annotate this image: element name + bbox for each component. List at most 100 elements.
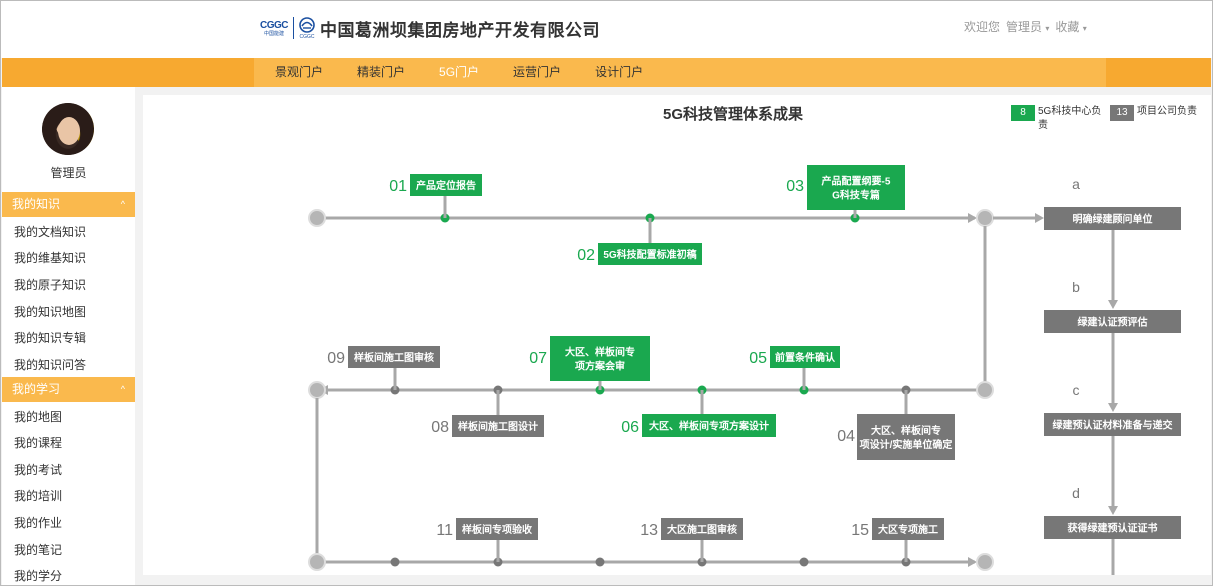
node-13-number: 13 xyxy=(640,522,658,539)
node-05-box[interactable] xyxy=(770,346,840,368)
nav-operations-portal[interactable]: 运营门户 xyxy=(513,65,562,79)
nav-design-portal[interactable]: 设计门户 xyxy=(595,65,644,79)
node-04-number: 04 xyxy=(837,428,855,445)
node-13-label: 大区施工图审核 xyxy=(667,523,737,536)
sidebar-item-my-training[interactable]: 我的培训 xyxy=(14,489,63,503)
chevron-up-icon: ^ xyxy=(120,384,125,394)
owner-legend: 8 5G科技中心负责 13 项目公司负责 xyxy=(1011,105,1209,133)
legend-item-project-company: 13 项目公司负责 xyxy=(1110,105,1207,121)
node-15-box[interactable] xyxy=(872,518,944,540)
node-06-label: 大区、样板间专项方案设计 xyxy=(649,420,769,433)
node-06-box[interactable] xyxy=(642,414,776,437)
sidebar-item-knowledge-qa[interactable]: 我的知识问答 xyxy=(14,358,87,372)
side-step-d-box[interactable] xyxy=(1044,516,1181,539)
nav-finishing-portal[interactable]: 精装门户 xyxy=(357,65,406,79)
node-01-box[interactable] xyxy=(410,174,482,196)
node-08-label: 样板间施工图设计 xyxy=(458,420,538,433)
user-name: 管理员 xyxy=(50,166,87,180)
node-08-box[interactable] xyxy=(452,415,544,437)
section-my-knowledge[interactable]: 我的知识 ^ xyxy=(2,192,135,217)
sidebar-item-my-exams[interactable]: 我的考试 xyxy=(14,463,63,477)
node-13-box[interactable] xyxy=(661,518,743,540)
row1-arrow-icon xyxy=(968,213,977,223)
node-04-box[interactable] xyxy=(857,414,955,460)
side-step-d-letter: d xyxy=(1072,485,1080,501)
company-logo[interactable]: CGGC 中国能建 CGGC 中国葛洲坝集团房地产开发有限公司 xyxy=(259,14,600,42)
node-09-number: 09 xyxy=(327,350,345,367)
nav-landscape-portal[interactable]: 景观门户 xyxy=(275,65,324,79)
node-07-number: 07 xyxy=(529,350,547,367)
side-step-c-letter: c xyxy=(1073,382,1080,398)
side-step-a-box[interactable] xyxy=(1044,207,1181,230)
sidebar-item-atom-knowledge[interactable]: 我的原子知识 xyxy=(14,278,87,292)
sidebar-item-knowledge-album[interactable]: 我的知识专辑 xyxy=(14,331,87,345)
node-09-box[interactable] xyxy=(348,346,440,368)
node-03-label: G科技专篇 xyxy=(832,189,880,202)
avatar[interactable] xyxy=(42,103,94,155)
row1-end-dot xyxy=(976,209,994,227)
row3-node-dot xyxy=(595,557,605,567)
side-step-c-label: 绿建预认证材料准备与递交 xyxy=(1053,419,1173,432)
logo-divider xyxy=(293,17,294,39)
section-my-learning[interactable]: 我的学习 ^ xyxy=(2,377,135,402)
row2-start-dot xyxy=(976,381,994,399)
sidebar-item-my-map[interactable]: 我的地图 xyxy=(14,410,63,424)
node-15-number: 15 xyxy=(851,522,869,539)
sidebar-item-knowledge-map[interactable]: 我的知识地图 xyxy=(14,305,87,319)
node-02-box[interactable] xyxy=(598,243,702,265)
welcome-text: 欢迎您 xyxy=(964,20,1001,34)
node-08-number: 08 xyxy=(431,419,449,436)
node-03-number: 03 xyxy=(786,178,804,195)
legend-item-5g-center: 8 5G科技中心负责 xyxy=(1011,105,1108,133)
node-01-number: 01 xyxy=(389,178,407,195)
side-step-arrow-icon xyxy=(1108,403,1118,412)
top-header: CGGC 中国能建 CGGC 中国葛洲坝集团房地产开发有限公司 欢迎您 管理员 … xyxy=(0,0,1213,58)
sidebar-item-doc-knowledge[interactable]: 我的文档知识 xyxy=(14,225,87,239)
legend-count-5g-center: 8 xyxy=(1011,105,1035,121)
node-04-label: 项设计/实施单位确定 xyxy=(860,438,953,451)
nav-5g-portal[interactable]: 5G门户 xyxy=(439,65,480,79)
side-step-d-label: 获得绿建预认证证书 xyxy=(1067,522,1158,535)
node-02-label: 5G科技配置标准初稿 xyxy=(603,248,696,261)
user-menu[interactable]: 管理员 ▾ xyxy=(1006,20,1050,34)
side-step-arrow-icon xyxy=(1108,300,1118,309)
chevron-up-icon: ^ xyxy=(120,199,125,209)
sidebar-item-wiki-knowledge[interactable]: 我的维基知识 xyxy=(14,251,87,265)
left-sidebar: 管理员 我的知识 ^ 我的文档知识 我的维基知识 我的原子知识 我的知识地图 我… xyxy=(2,87,135,586)
row3-start-dot xyxy=(308,553,326,571)
legend-label-5g-center: 5G科技中心负责 xyxy=(1038,106,1102,131)
node-05-number: 05 xyxy=(749,350,767,367)
side-step-b-box[interactable] xyxy=(1044,310,1181,333)
sidebar-item-my-courses[interactable]: 我的课程 xyxy=(14,436,63,450)
node-03-label: 产品配置纲要-5 xyxy=(822,175,891,188)
side-step-arrow-icon xyxy=(1108,506,1118,515)
main-nav-bar: 景观门户 精装门户 5G门户 运营门户 设计门户 xyxy=(2,58,1211,87)
node-11-box[interactable] xyxy=(456,518,538,540)
node-01-label: 产品定位报告 xyxy=(416,179,476,192)
favorites-menu[interactable]: 收藏 ▾ xyxy=(1055,20,1087,34)
node-07-box[interactable] xyxy=(550,336,650,381)
node-06-number: 06 xyxy=(621,419,639,436)
row3-end-dot xyxy=(976,553,994,571)
page-title: 5G科技管理体系成果 xyxy=(663,106,804,123)
side-step-b-letter: b xyxy=(1072,279,1080,295)
main-content: 5G科技管理体系成果 8 5G科技中心负责 13 项目公司负责 产品定位报告 01… xyxy=(143,95,1211,575)
row2-end-dot xyxy=(308,381,326,399)
node-15-label: 大区专项施工 xyxy=(878,523,938,536)
sidebar-item-my-homework[interactable]: 我的作业 xyxy=(14,516,63,530)
sidebar-item-my-notes[interactable]: 我的笔记 xyxy=(14,543,63,557)
side-step-b-label: 绿建认证预评估 xyxy=(1078,316,1148,329)
node-05-label: 前置条件确认 xyxy=(775,351,836,364)
sidebar-item-my-credits[interactable]: 我的学分 xyxy=(14,569,63,583)
node-04-label: 大区、样板间专 xyxy=(871,424,941,437)
side-arrow-icon xyxy=(1035,213,1044,223)
node-11-label: 样板间专项验收 xyxy=(462,523,532,536)
company-name: 中国葛洲坝集团房地产开发有限公司 xyxy=(320,20,600,40)
row1-start-dot xyxy=(308,209,326,227)
node-03-box[interactable] xyxy=(807,165,905,210)
side-step-c-box[interactable] xyxy=(1044,413,1181,436)
legend-count-project-company: 13 xyxy=(1110,105,1134,121)
node-07-label: 项方案会审 xyxy=(575,360,625,373)
node-02-number: 02 xyxy=(577,247,595,264)
row3-arrow-icon xyxy=(968,557,977,567)
